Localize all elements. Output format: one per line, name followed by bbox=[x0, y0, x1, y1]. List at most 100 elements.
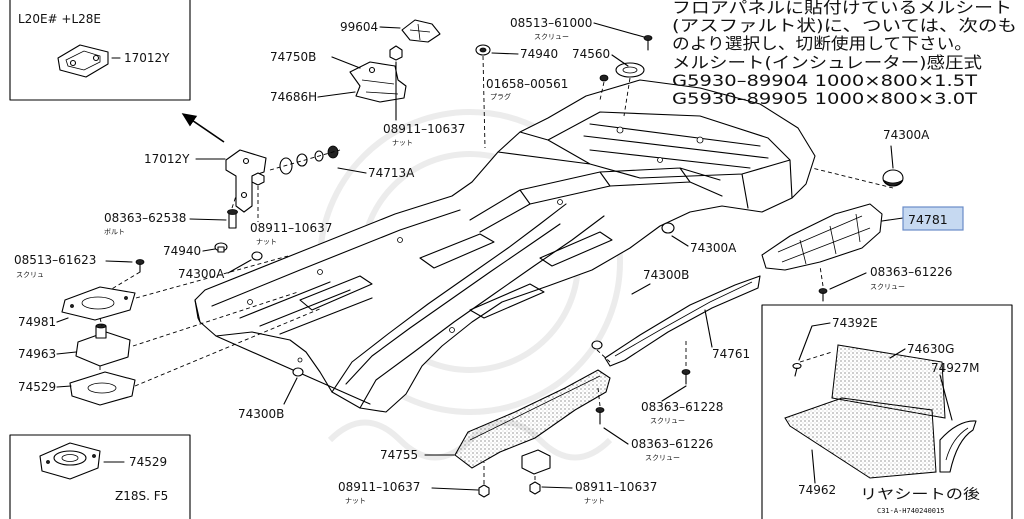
bracket-17012y-inset-drawing bbox=[57, 44, 109, 78]
mount-74529-inset-drawing bbox=[39, 442, 101, 480]
callout-08513-61623[interactable]: 08513–61623 bbox=[14, 253, 96, 267]
cap-74560 bbox=[615, 62, 645, 78]
callout-08911-10637-upper[interactable]: 08911–10637 bbox=[383, 122, 465, 136]
nut-08911-10637-bottom-right bbox=[529, 481, 541, 495]
clip-99604 bbox=[401, 19, 441, 43]
bolt-08363-62538 bbox=[227, 209, 238, 229]
grommets-74713a bbox=[279, 145, 339, 175]
inset-part-74630g[interactable]: 74630G bbox=[907, 342, 954, 356]
bracket-17012y bbox=[225, 149, 267, 213]
callout-note: スクリュー bbox=[534, 33, 569, 41]
callout-74300b-left[interactable]: 74300B bbox=[238, 407, 284, 421]
callout-note: スクリュー bbox=[645, 454, 680, 462]
note-line-6: G5930–89905 1000×800×3.0T bbox=[672, 89, 977, 108]
callout-note: ボルト bbox=[104, 228, 125, 236]
inset-top-left: L20E# +L28E 17012Y bbox=[9, 0, 191, 101]
callout-08363-61228[interactable]: 08363–61228 bbox=[641, 400, 723, 414]
inset-part-74392e[interactable]: 74392E bbox=[832, 316, 878, 330]
callout-17012y[interactable]: 17012Y bbox=[144, 152, 190, 166]
inset-bottom-right: 74392E 74630G 74927M 74962 リヤシートの後 C31-A… bbox=[761, 304, 1013, 519]
inset-border bbox=[761, 304, 1013, 519]
screw-08363-61226-right bbox=[818, 288, 828, 302]
heat-shield-74781 bbox=[761, 203, 883, 271]
model-label: Z18S. F5 bbox=[115, 489, 168, 503]
inset-part-74962[interactable]: 74962 bbox=[798, 483, 836, 497]
callout-74529[interactable]: 74529 bbox=[18, 380, 56, 394]
callout-08513-61000[interactable]: 08513–61000 bbox=[510, 16, 592, 30]
callout-note: スクリュ bbox=[16, 271, 44, 279]
engine-label: L20E# +L28E bbox=[18, 12, 101, 26]
floor-holes bbox=[247, 126, 704, 363]
screw-08363-61228 bbox=[681, 369, 691, 385]
floor-tunnel bbox=[331, 203, 605, 409]
callout-74940-left[interactable]: 74940 bbox=[163, 244, 201, 258]
reference-arrow bbox=[181, 113, 225, 143]
callout-74750b[interactable]: 74750B bbox=[270, 50, 316, 64]
grommet-74940-top bbox=[475, 44, 491, 56]
callout-note: ナット bbox=[256, 238, 277, 246]
note-line-4: メルシート(インシュレーター)感圧式 bbox=[672, 53, 982, 72]
screw-74392e-drawing bbox=[792, 362, 802, 377]
callout-01658-00561[interactable]: 01658–00561 bbox=[486, 77, 568, 91]
callout-note: ナット bbox=[584, 497, 605, 505]
grommet-74940-left bbox=[214, 242, 228, 253]
inset-caption: リヤシートの後 bbox=[860, 487, 980, 503]
insulator-74962-drawing bbox=[784, 397, 937, 479]
rear-floor-pan bbox=[497, 111, 793, 209]
trim-74927m-drawing bbox=[939, 420, 977, 473]
callout-99604[interactable]: 99604 bbox=[340, 20, 378, 34]
highlight-box-74781[interactable] bbox=[902, 206, 964, 231]
nut-08911-10637-left bbox=[251, 172, 265, 186]
callout-74713a[interactable]: 74713A bbox=[368, 166, 415, 180]
callout-74300b-middle[interactable]: 74300B bbox=[643, 268, 689, 282]
note-line-5: G5930–89904 1000×800×1.5T bbox=[672, 71, 977, 90]
note-line-2: (アスファルト状)に、ついては、次のも bbox=[672, 16, 1017, 35]
callout-74963[interactable]: 74963 bbox=[18, 347, 56, 361]
callout-74560[interactable]: 74560 bbox=[572, 47, 610, 61]
bracket-74750b-74686h bbox=[349, 61, 407, 103]
callout-08911-10637-bottom-right[interactable]: 08911–10637 bbox=[575, 480, 657, 494]
screw-08363-61226-lower bbox=[595, 407, 605, 425]
plug-74300b-middle bbox=[591, 340, 603, 350]
mount-74963 bbox=[75, 323, 131, 367]
floor-panel-assembly bbox=[194, 79, 816, 413]
bracket-74755 bbox=[521, 449, 551, 475]
callout-74781[interactable]: 74781 bbox=[908, 212, 948, 227]
plug-74300a-middle bbox=[661, 222, 675, 234]
callout-74755[interactable]: 74755 bbox=[380, 448, 418, 462]
screw-08513-61000 bbox=[643, 35, 653, 51]
callout-74300a-middle[interactable]: 74300A bbox=[690, 241, 737, 255]
callout-08363-62538[interactable]: 08363–62538 bbox=[104, 211, 186, 225]
inset-part-74529[interactable]: 74529 bbox=[129, 455, 167, 469]
callout-note: スクリュー bbox=[870, 283, 905, 291]
leader-lines-solid bbox=[56, 22, 904, 491]
rear-seat-kickup bbox=[469, 167, 723, 233]
callout-note: ナット bbox=[392, 139, 413, 147]
inset-border bbox=[9, 0, 191, 101]
nut-08911-10637-bottom-left bbox=[478, 484, 490, 498]
note-line-3: のより選択し、切断使用して下さい。 bbox=[672, 34, 972, 53]
callout-74940-top[interactable]: 74940 bbox=[520, 47, 558, 61]
callout-labels: 99604 74750B 74686H 08911–10637 ナット 1701… bbox=[14, 16, 952, 505]
inset-bottom-left: 74529 Z18S. F5 bbox=[9, 434, 191, 519]
nut-08911-10637-upper bbox=[389, 45, 403, 61]
callout-08363-61226-lower[interactable]: 08363–61226 bbox=[631, 437, 713, 451]
callout-08911-10637-left[interactable]: 08911–10637 bbox=[250, 221, 332, 235]
plug-74300a-right bbox=[882, 169, 904, 187]
screw-08513-61623 bbox=[135, 259, 145, 273]
callout-74300a-left[interactable]: 74300A bbox=[178, 267, 225, 281]
inset-part-74927m[interactable]: 74927M bbox=[931, 361, 980, 375]
callout-note: プラグ bbox=[490, 92, 511, 101]
callout-note: ナット bbox=[345, 497, 366, 505]
callout-08911-10637-bottom-left[interactable]: 08911–10637 bbox=[338, 480, 420, 494]
callout-74686h[interactable]: 74686H bbox=[270, 90, 317, 104]
callout-74981[interactable]: 74981 bbox=[18, 315, 56, 329]
inset-part-17012y[interactable]: 17012Y bbox=[124, 51, 170, 65]
note-line-1: フロアパネルに貼付けているメルシート bbox=[672, 0, 1012, 17]
reference-code: C31-A-H740240015 bbox=[877, 507, 944, 515]
callout-08363-61226-right[interactable]: 08363–61226 bbox=[870, 265, 952, 279]
callout-74300a-right[interactable]: 74300A bbox=[883, 128, 930, 142]
callout-74761[interactable]: 74761 bbox=[712, 347, 750, 361]
plate-74981 bbox=[61, 286, 136, 321]
